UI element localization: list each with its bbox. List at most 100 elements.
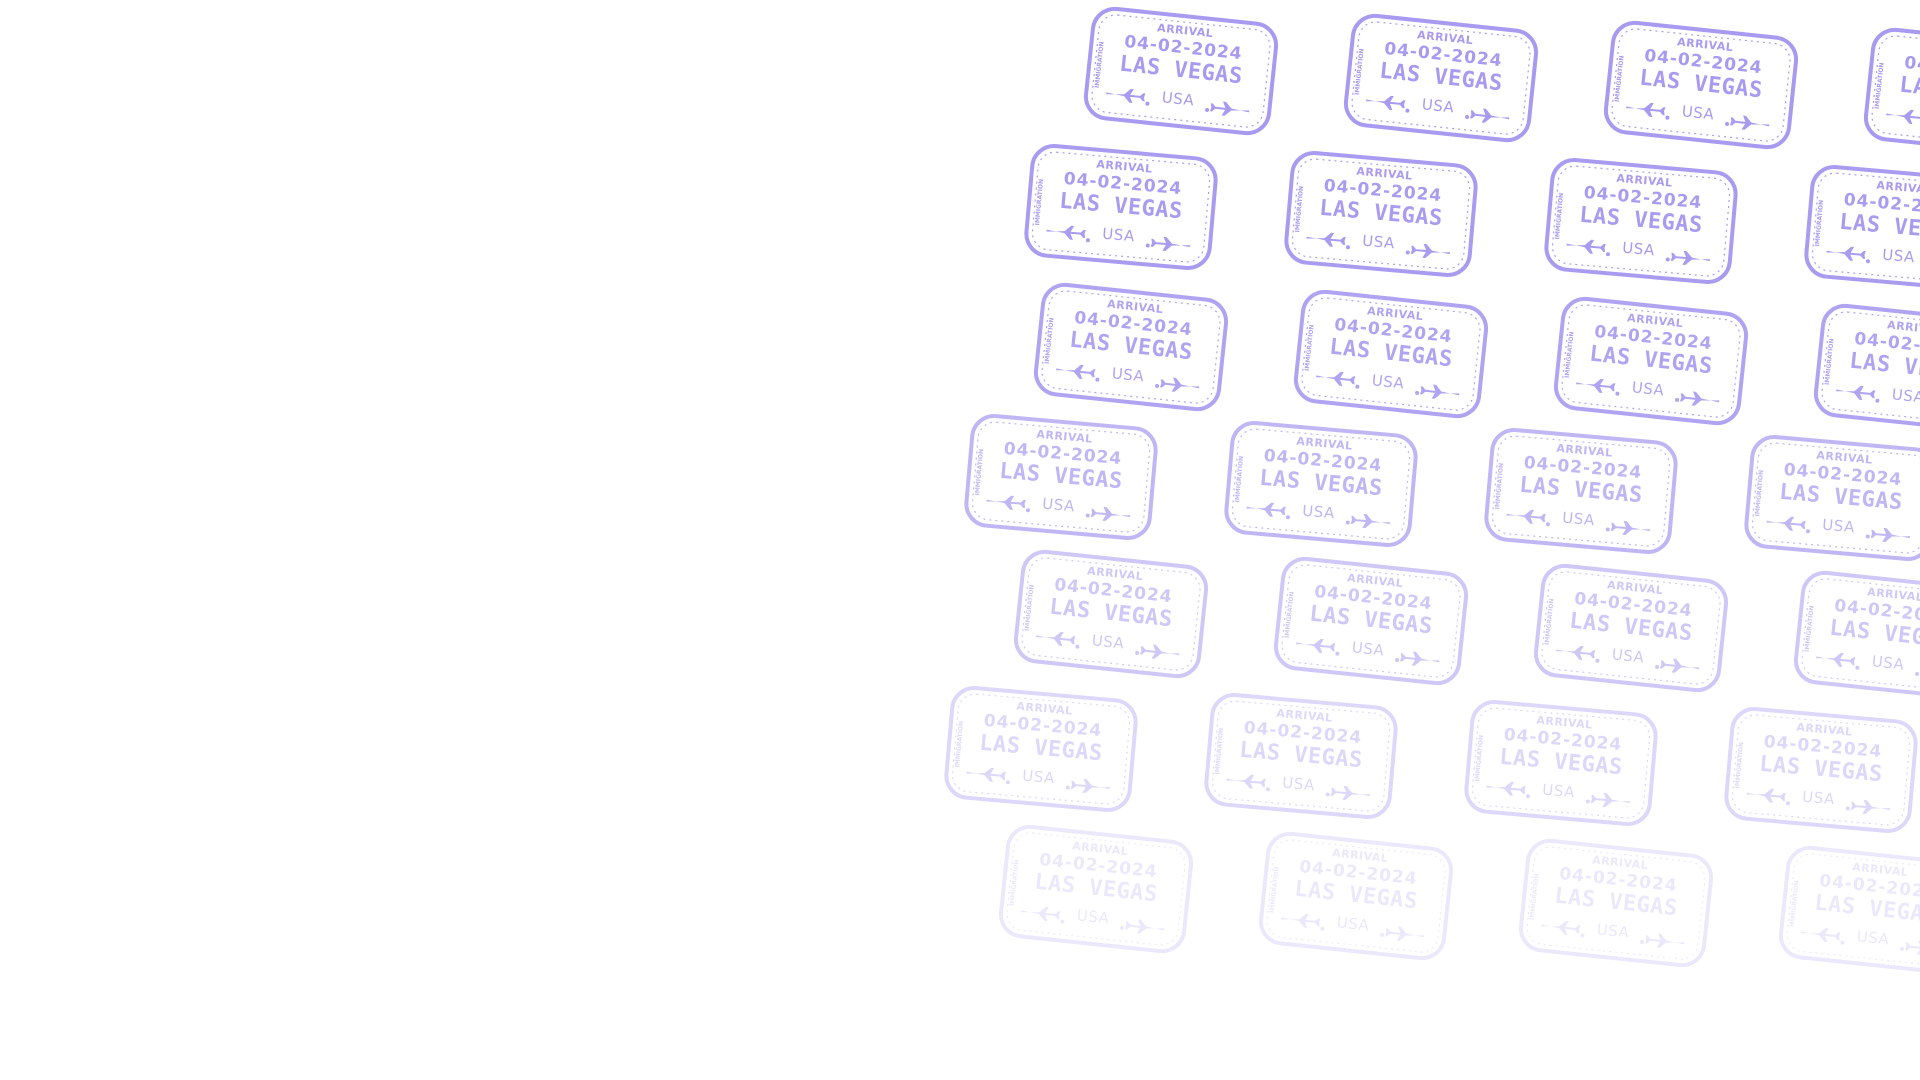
stamp-frame xyxy=(1744,435,1920,561)
passport-stamp: ARRIVAL 04-02-2024 LAS VEGAS USA IMMIGRA… xyxy=(1599,16,1802,153)
passport-stamp: ARRIVAL 04-02-2024 LAS VEGAS USA IMMIGRA… xyxy=(1460,696,1662,830)
airplane-icon xyxy=(1469,108,1510,123)
airplane-icon xyxy=(1576,378,1616,394)
stamp-frame xyxy=(1033,282,1229,412)
stamp-frame xyxy=(1804,165,1920,291)
airplane-icon xyxy=(1070,778,1110,794)
airplane-icon xyxy=(1486,781,1526,796)
airplane-icon xyxy=(1306,232,1346,247)
passport-stamp: ARRIVAL 04-02-2024 LAS VEGAS USA IMMIGRA… xyxy=(994,820,1197,957)
airplane-icon xyxy=(1816,652,1856,668)
stamp-frame xyxy=(1024,144,1218,270)
stamp-frame xyxy=(1553,296,1749,426)
star-icon xyxy=(1840,940,1905,951)
airplane-icon xyxy=(1139,644,1180,659)
airplane-icon xyxy=(1330,785,1370,801)
star-icon xyxy=(1875,398,1880,403)
passport-stamp: ARRIVAL 04-02-2024 LAS VEGAS USA IMMIGRA… xyxy=(1200,689,1402,823)
star-icon xyxy=(1615,391,1680,402)
airplane-icon xyxy=(1626,102,1666,118)
stamp-frame xyxy=(1533,563,1729,693)
airplane-icon xyxy=(1384,926,1425,941)
passport-stamp: ARRIVAL 04-02-2024 LAS VEGAS USA IMMIGRA… xyxy=(1720,703,1920,837)
passport-stamp: ARRIVAL 04-02-2024 LAS VEGAS USA IMMIGRA… xyxy=(1009,545,1212,682)
stamp-frame xyxy=(1258,831,1454,961)
airplane-icon xyxy=(1541,920,1581,936)
passport-stamp: ARRIVAL 04-02-2024 LAS VEGAS USA IMMIGRA… xyxy=(960,410,1162,544)
stamp-frame xyxy=(944,686,1138,812)
airplane-icon xyxy=(1209,101,1250,116)
passport-stamp: ARRIVAL 04-02-2024 LAS VEGAS USA IMMIGRA… xyxy=(1020,140,1222,274)
passport-stamp: ARRIVAL 04-02-2024 LAS VEGAS USA IMMIGRA… xyxy=(1740,431,1920,565)
airplane-icon xyxy=(1801,927,1841,943)
star-icon xyxy=(1525,794,1590,804)
airplane-icon xyxy=(1729,115,1770,130)
stamp-frame xyxy=(1813,303,1920,433)
passport-stamp: ARRIVAL 04-02-2024 LAS VEGAS USA IMMIGRA… xyxy=(1480,424,1682,558)
stamp-frame xyxy=(1603,20,1799,150)
passport-stamp: ARRIVAL 04-02-2024 LAS VEGAS USA IMMIGRA… xyxy=(1549,292,1752,429)
airplane-icon xyxy=(1399,651,1440,666)
stamp-frame xyxy=(1724,707,1918,833)
star-icon xyxy=(1025,508,1090,518)
star-icon xyxy=(1345,245,1410,255)
passport-stamp: ARRIVAL 04-02-2024 LAS VEGAS USA IMMIGRA… xyxy=(1809,299,1920,436)
passport-stamp: ARRIVAL 04-02-2024 LAS VEGAS USA IMMIGRA… xyxy=(1280,147,1482,281)
airplane-icon xyxy=(1610,520,1650,536)
airplane-icon xyxy=(986,495,1026,510)
star-icon xyxy=(1605,252,1670,262)
stamp-frame xyxy=(1484,428,1678,554)
passport-stamp: ARRIVAL 04-02-2024 LAS VEGAS USA IMMIGRA… xyxy=(1859,23,1920,160)
airplane-icon xyxy=(1419,384,1460,399)
airplane-icon xyxy=(1159,377,1200,392)
star-icon xyxy=(1095,377,1160,388)
airplane-icon xyxy=(1826,246,1866,261)
star-icon xyxy=(1285,515,1350,525)
airplane-icon xyxy=(1850,799,1890,815)
stamp-frame xyxy=(1793,570,1920,700)
star-icon xyxy=(1005,780,1070,790)
airplane-icon xyxy=(1556,645,1596,661)
airplane-icon xyxy=(1106,88,1146,104)
airplane-icon xyxy=(1506,509,1546,524)
star-icon xyxy=(1595,658,1660,669)
passport-stamp: ARRIVAL 04-02-2024 LAS VEGAS USA IMMIGRA… xyxy=(1289,285,1492,422)
passport-stamp: ARRIVAL 04-02-2024 LAS VEGAS USA IMMIGRA… xyxy=(940,682,1142,816)
airplane-icon xyxy=(1350,513,1390,529)
star-icon xyxy=(1075,644,1140,655)
airplane-icon xyxy=(1366,95,1406,111)
airplane-icon xyxy=(1316,371,1356,387)
passport-stamp: ARRIVAL 04-02-2024 LAS VEGAS USA IMMIGRA… xyxy=(1540,154,1742,288)
stamp-frame xyxy=(998,824,1194,954)
star-icon xyxy=(1405,108,1470,119)
airplane-icon xyxy=(1090,506,1130,522)
stamp-frame xyxy=(1273,556,1469,686)
airplane-icon xyxy=(1679,391,1720,406)
star-icon xyxy=(1265,787,1330,797)
star-icon xyxy=(1060,919,1125,930)
passport-stamp: ARRIVAL 04-02-2024 LAS VEGAS USA IMMIGRA… xyxy=(1800,161,1920,295)
star-icon xyxy=(1865,259,1870,264)
airplane-icon xyxy=(1836,385,1876,401)
stamp-frame xyxy=(1013,549,1209,679)
star-icon xyxy=(1355,384,1420,395)
airplane-icon xyxy=(1056,364,1096,380)
airplane-icon xyxy=(1766,516,1806,531)
airplane-icon xyxy=(1246,502,1286,517)
passport-stamp: ARRIVAL 04-02-2024 LAS VEGAS USA IMMIGRA… xyxy=(1789,566,1920,703)
star-icon xyxy=(1085,238,1150,248)
airplane-icon xyxy=(1046,225,1086,240)
star-icon xyxy=(1805,529,1870,539)
passport-stamp: ARRIVAL 04-02-2024 LAS VEGAS USA IMMIGRA… xyxy=(1269,552,1472,689)
airplane-icon xyxy=(1566,239,1606,254)
stamp-frame xyxy=(1284,151,1478,277)
airplane-icon xyxy=(1124,919,1165,934)
star-icon xyxy=(1145,101,1210,112)
star-icon xyxy=(1545,522,1610,532)
airplane-icon xyxy=(1150,236,1190,252)
stamp-frame xyxy=(1343,13,1539,143)
airplane-icon xyxy=(1226,774,1266,789)
stamp-frame xyxy=(964,414,1158,540)
passport-stamp: ARRIVAL 04-02-2024 LAS VEGAS USA IMMIGRA… xyxy=(1514,834,1717,971)
